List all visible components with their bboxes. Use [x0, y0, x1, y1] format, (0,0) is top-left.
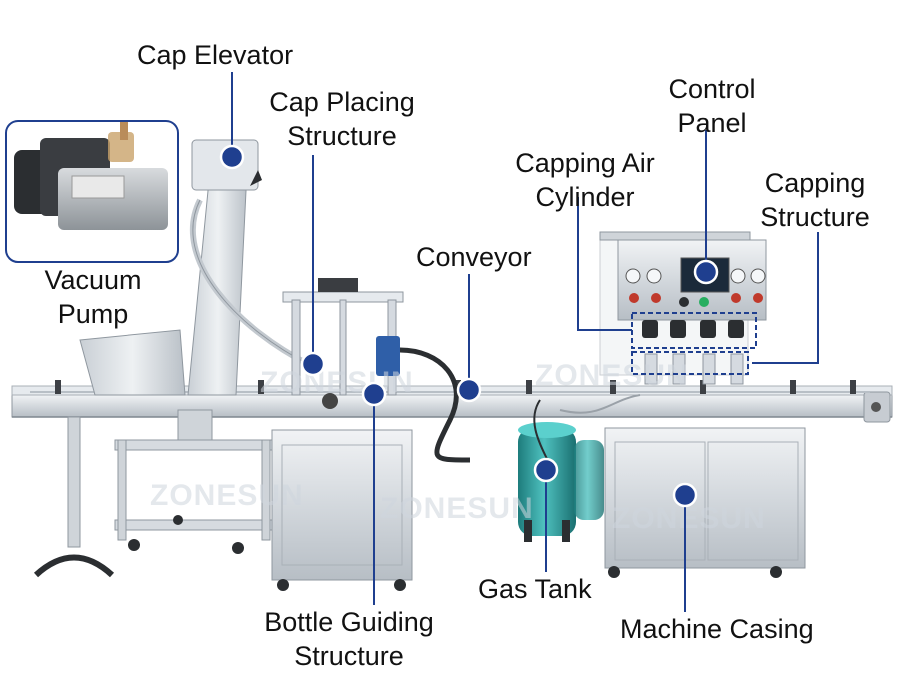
label-gas-tank-text: Gas Tank — [478, 574, 592, 604]
label-vacuum-pump-line2: Pump — [57, 299, 129, 329]
label-cap-placing-line1: Cap Placing — [269, 87, 415, 117]
watermark-5: ZONESUN — [535, 359, 689, 392]
capping-air-cylinder-box — [631, 312, 757, 349]
marker-gas-tank — [533, 457, 559, 483]
label-bottle-guiding-line1: Bottle Guiding — [264, 607, 434, 637]
label-cap-elevator-text: Cap Elevator — [137, 40, 294, 70]
label-vacuum-pump: Vacuum Pump — [28, 263, 158, 331]
label-conveyor-text: Conveyor — [416, 242, 532, 272]
middle-cabinet — [271, 429, 413, 591]
label-capping-air-line1: Capping Air — [515, 148, 655, 178]
label-capping-air-line2: Cylinder — [535, 182, 635, 212]
markers — [219, 144, 719, 508]
watermark-3: ZONESUN — [612, 502, 766, 535]
marker-bottle-guiding — [361, 381, 387, 407]
label-cap-placing-structure: Cap Placing Structure — [256, 85, 428, 153]
marker-control-panel — [693, 259, 719, 285]
leader-capping-structure — [752, 232, 819, 364]
leader-lines — [231, 72, 819, 612]
cap-placing-structure — [282, 278, 471, 463]
label-gas-tank: Gas Tank — [478, 572, 592, 606]
label-vacuum-pump-line1: Vacuum — [44, 265, 142, 295]
label-bottle-guiding-line2: Structure — [294, 641, 404, 671]
label-cap-placing-line2: Structure — [287, 121, 397, 151]
watermark-4: ZONESUN — [260, 366, 414, 399]
marker-cap-placing — [300, 351, 326, 377]
label-control-panel: Control Panel — [650, 72, 774, 140]
label-control-panel-line2: Panel — [677, 108, 747, 138]
label-cap-elevator: Cap Elevator — [137, 38, 293, 72]
watermarks: ZONESUN ZONESUN ZONESUN ZONESUN ZONESUN — [150, 359, 766, 535]
label-control-panel-line1: Control — [668, 74, 756, 104]
marker-cap-elevator — [219, 144, 245, 170]
label-capping-air-cylinder: Capping Air Cylinder — [497, 146, 673, 214]
marker-machine-casing — [672, 482, 698, 508]
label-capping-structure: Capping Structure — [746, 166, 884, 234]
vacuum-pump-inset — [5, 120, 179, 263]
label-machine-casing-text: Machine Casing — [620, 614, 814, 644]
label-capping-structure-line2: Structure — [760, 202, 870, 232]
watermark-1: ZONESUN — [150, 479, 304, 512]
label-bottle-guiding-structure: Bottle Guiding Structure — [244, 605, 454, 673]
watermark-2: ZONESUN — [380, 492, 534, 525]
capping-structure-box — [631, 351, 749, 375]
label-conveyor: Conveyor — [416, 240, 532, 274]
label-machine-casing: Machine Casing — [620, 612, 814, 646]
marker-conveyor — [456, 377, 482, 403]
label-capping-structure-line1: Capping — [764, 168, 866, 198]
leader-capping-air — [577, 197, 632, 331]
